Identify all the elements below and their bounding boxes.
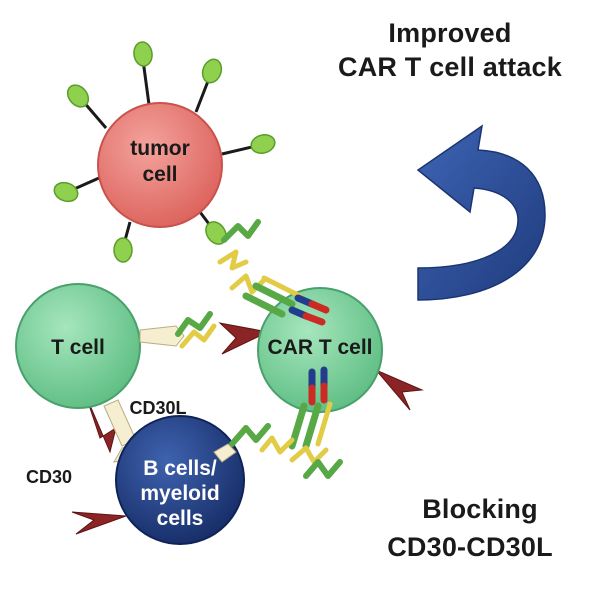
receptor-icon [375,369,424,411]
receptor-icon [71,511,127,535]
cd30l-label: CD30L [129,398,187,418]
tcr-stub [139,325,185,347]
antibody-icon [175,311,217,349]
t-cell [15,283,141,409]
b-cells-label-2: myeloid [140,482,220,505]
car-t-cell-label: CAR T cell [267,336,373,359]
heading-line-2: CAR T cell attack [338,52,562,82]
b-cell-stub [213,443,237,463]
receptor-icon [218,322,270,355]
b-cells-label-1: B cells/ [143,457,217,480]
cd30-label: CD30 [25,467,73,487]
tumor-cell [97,102,223,228]
tumor-cell-label-1: tumor [130,137,190,160]
tumor-cell-label-2: cell [142,163,178,186]
antigen-icon [53,176,100,203]
antigen-icon [66,84,108,129]
antigen-icon [221,134,276,156]
antigen-icon [133,41,153,113]
t-cell-label: T cell [51,336,105,359]
car-construct-upper [217,219,330,326]
car-t-cell [257,287,383,413]
antigen-icon [198,211,227,245]
car-construct-lower [229,366,343,479]
footer-line-1: Blocking [422,494,538,524]
antigen-icon [194,58,223,113]
antigen-icon [113,221,133,263]
curved-arrow-icon [416,124,546,301]
heading-line-1: Improved [388,18,512,48]
b-cells-label-3: cells [156,507,204,530]
footer-line-2: CD30-CD30L [387,532,553,562]
b-myeloid-cell [115,415,245,545]
tumor-antigens [53,41,276,263]
